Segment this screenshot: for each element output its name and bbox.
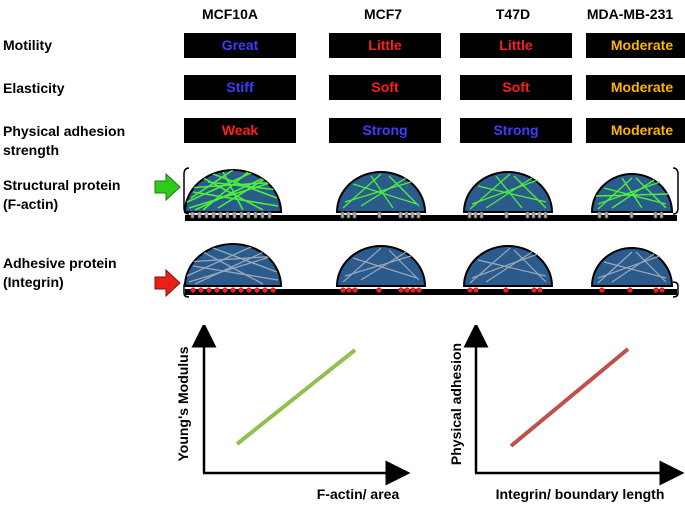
y-axis-label: Young's Modulus — [175, 346, 191, 461]
row-label-line: (F-actin) — [3, 196, 59, 212]
column-header-mda-mb-231: MDA-MB-231 — [586, 6, 674, 22]
value-box: Strong — [460, 118, 572, 143]
cell-dome-integrin — [590, 247, 674, 293]
value-box: Soft — [460, 75, 572, 100]
row-label-line: Physical adhesion — [3, 123, 126, 139]
cell-dome-factin — [335, 171, 427, 219]
trend-line — [509, 347, 630, 448]
bracket-right — [672, 167, 679, 215]
x-axis-label: Integrin/ boundary length — [496, 486, 665, 502]
red-arrow-icon — [154, 268, 181, 298]
substrate-bar — [185, 289, 677, 295]
value-box: Little — [329, 33, 441, 58]
cell-dome-factin — [590, 173, 674, 219]
bracket-left — [183, 167, 190, 215]
value-box: Moderate — [586, 75, 685, 100]
value-box: Moderate — [586, 118, 685, 143]
value-box: Stiff — [184, 75, 296, 100]
green-arrow-icon — [154, 172, 181, 202]
row-label-elasticity: Elasticity — [3, 80, 65, 96]
cell-dome-integrin — [335, 245, 427, 293]
value-box: Strong — [329, 118, 441, 143]
row-label-adhesion-strength: Physical adhesion strength — [3, 122, 125, 160]
value-box: Moderate — [586, 33, 685, 58]
plot-physical-adhesion: Physical adhesion Integrin/ boundary len… — [448, 325, 685, 502]
column-header-mcf7: MCF7 — [363, 6, 403, 22]
plot-youngs-modulus: Young's Modulus F-actin/ area — [175, 325, 411, 502]
value-box: Little — [460, 33, 572, 58]
row-label-line: Adhesive protein — [3, 255, 117, 271]
y-axis-label: Physical adhesion — [448, 343, 464, 465]
x-axis-label: F-actin/ area — [317, 486, 400, 502]
cell-dome-factin — [183, 169, 283, 219]
row-label-structural-protein: Structural protein (F-actin) — [3, 176, 120, 214]
row-label-line: Structural protein — [3, 177, 121, 193]
substrate-bar — [185, 215, 677, 221]
row-label-line: (Integrin) — [3, 274, 64, 290]
row-label-line: strength — [3, 142, 59, 158]
cell-diagram — [154, 167, 679, 298]
cell-dome-integrin — [183, 243, 283, 293]
bracket-right — [672, 281, 679, 298]
value-box: Great — [184, 33, 296, 58]
value-box: Soft — [329, 75, 441, 100]
trend-plots: Young's Modulus F-actin/ area Physical a… — [175, 325, 685, 502]
column-header-t47d: T47D — [495, 6, 531, 22]
cell-dome-integrin — [462, 245, 554, 293]
row-label-motility: Motility — [3, 37, 52, 53]
column-header-mcf10a: MCF10A — [201, 6, 258, 22]
cell-dome-factin — [462, 171, 554, 219]
trend-line — [235, 348, 357, 446]
value-box: Weak — [184, 118, 296, 143]
row-label-adhesive-protein: Adhesive protein (Integrin) — [3, 254, 117, 292]
